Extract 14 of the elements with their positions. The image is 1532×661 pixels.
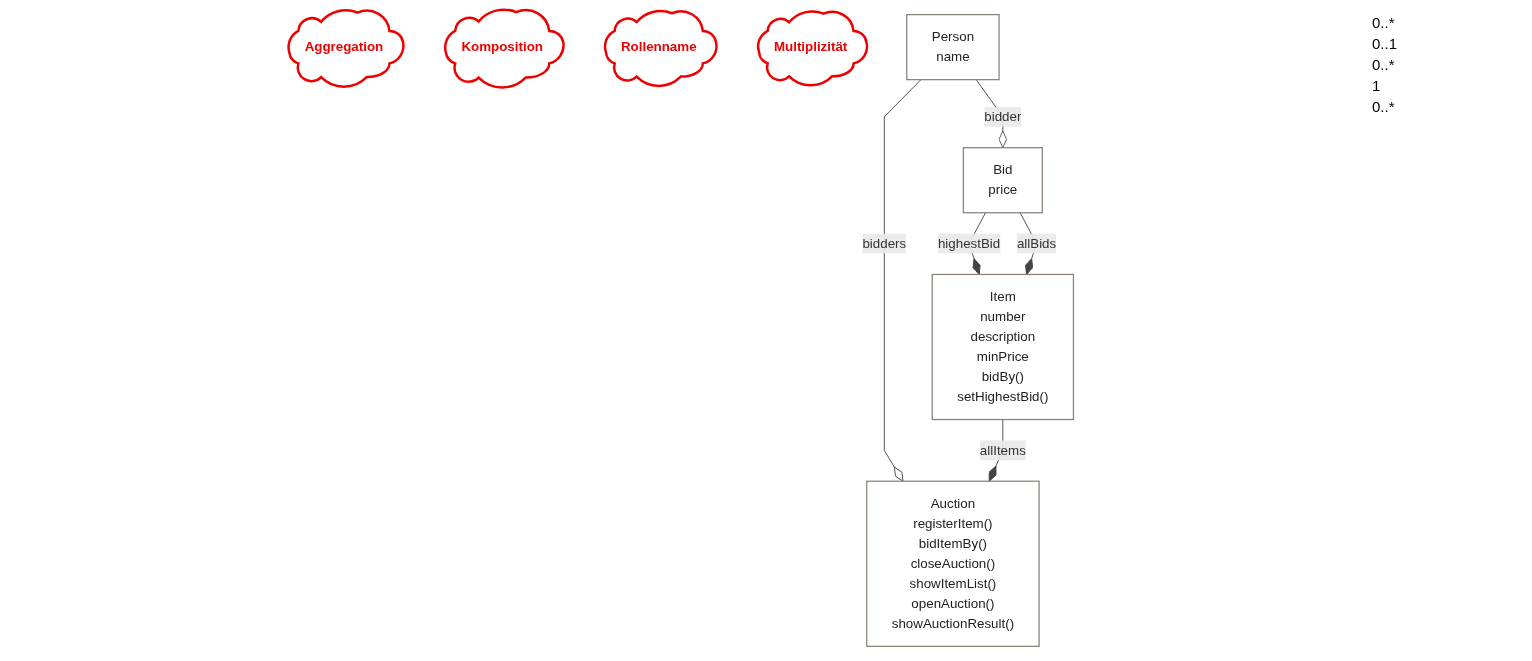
edge-label: allItems: [979, 442, 1026, 457]
node-box: Item number description minPrice bidBy() setHighestBid(): [931, 273, 1075, 420]
node-box: Auction registerItem() bidItemBy() closeAuction() showItemList() openAuction() showAuctionResult(): [866, 480, 1040, 647]
edge-label: allBids: [1016, 235, 1057, 250]
multiplicity-label: 0..1: [1372, 35, 1399, 52]
multiplicity-label: 0..*: [1372, 14, 1396, 31]
edge-label: bidder: [984, 108, 1022, 124]
edge-label: highestBid: [937, 235, 1001, 250]
node-box: Person name: [906, 13, 1000, 80]
node-box: Bid price: [962, 146, 1043, 213]
multiplicity-label: 1: [1372, 77, 1382, 94]
edge-label: bidders: [862, 235, 907, 250]
multiplicity-label: 0..*: [1372, 98, 1396, 115]
multiplicity-label: 0..*: [1372, 56, 1396, 73]
